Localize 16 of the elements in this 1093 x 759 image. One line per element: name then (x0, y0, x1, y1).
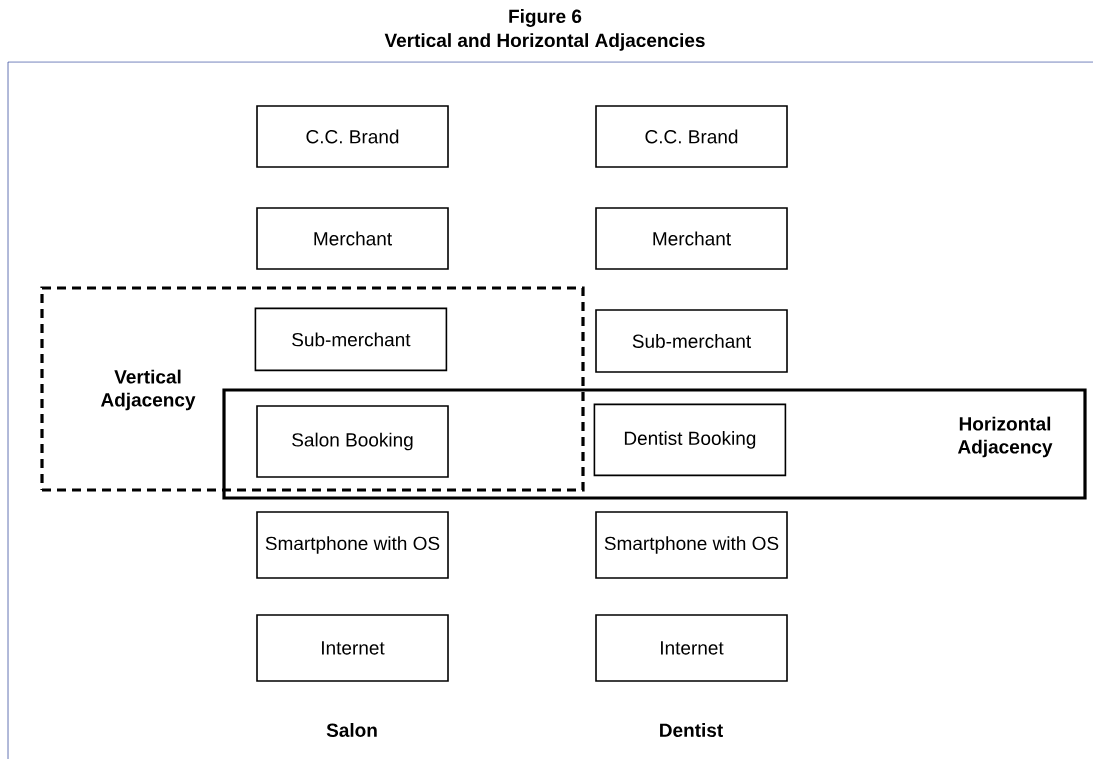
layer-box: Smartphone with OS (595, 511, 788, 579)
column-label: Salon (326, 723, 377, 737)
figure-title: Vertical and Horizontal Adjacencies (384, 33, 705, 51)
figure-number: Figure 6 (509, 9, 582, 27)
column-label: Dentist (660, 723, 723, 737)
layer-box: C.C. Brand (595, 105, 788, 168)
layer-box: Smartphone with OS (256, 511, 449, 579)
layer-box: Internet (256, 614, 449, 682)
layer-box: Salon Booking (256, 405, 449, 478)
layer-box: C.C. Brand (256, 105, 449, 168)
layer-box: Sub-merchant (595, 309, 788, 373)
layer-box: Merchant (595, 207, 788, 270)
layer-box: Dentist Booking (593, 403, 787, 477)
layer-box: Sub-merchant (254, 307, 448, 372)
layer-box: Merchant (256, 207, 449, 270)
layer-box: Internet (595, 614, 788, 682)
